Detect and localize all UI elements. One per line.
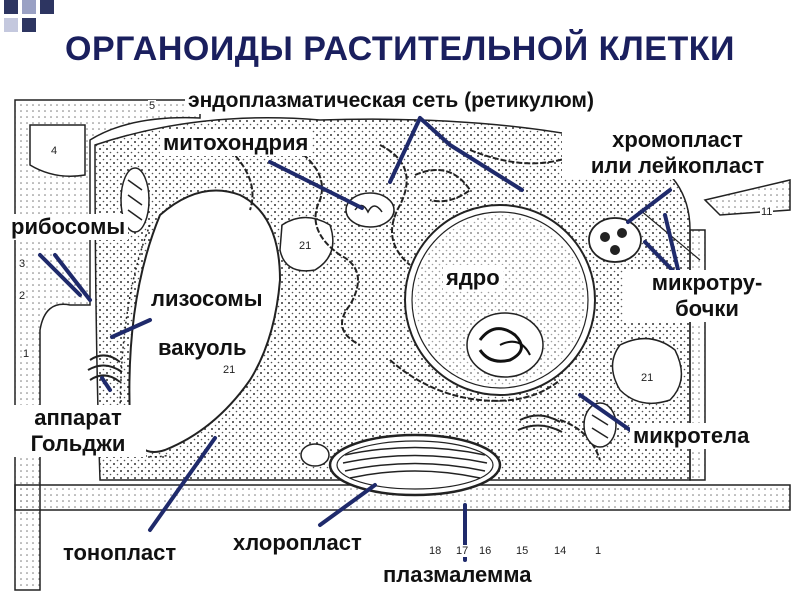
- number-label: 16: [478, 545, 493, 557]
- label-lysosomes: лизосомы: [148, 286, 266, 312]
- chromoplast-shape: [588, 217, 642, 263]
- number-label: 2: [18, 290, 27, 302]
- corner-decoration: [0, 0, 70, 34]
- number-label: 18: [428, 545, 443, 557]
- number-label: 1: [594, 545, 603, 557]
- label-ribosomes: рибосомы: [8, 214, 129, 240]
- number-label: 15: [515, 545, 530, 557]
- small-vacuole: [611, 337, 683, 405]
- number-label: 14: [553, 545, 568, 557]
- label-chromoplast: хромопласт или лейкопласт: [562, 127, 793, 179]
- number-label: 21: [298, 240, 313, 252]
- label-nucleus: ядро: [443, 265, 503, 291]
- label-plasmalemma: плазмалемма: [380, 562, 535, 588]
- page-title: ОРГАНОИДЫ РАСТИТЕЛЬНОЙ КЛЕТКИ: [65, 30, 735, 68]
- number-label: 21: [640, 372, 655, 384]
- number-label: 5: [148, 100, 157, 112]
- label-tonoplast: тонопласт: [60, 540, 180, 566]
- nucleus: [404, 204, 596, 396]
- golgi-shape: [87, 354, 563, 433]
- label-er: эндоплазматическая сеть (ретикулюм): [185, 88, 597, 114]
- number-label: 21: [222, 364, 237, 376]
- number-label: 4: [50, 145, 59, 157]
- label-golgi: аппарат Гольджи: [10, 405, 146, 457]
- pointer-lines: [38, 116, 682, 562]
- label-vacuole: вакуоль: [155, 335, 250, 361]
- chloroplast-shape: [328, 433, 502, 497]
- number-label: 17: [455, 545, 470, 557]
- label-chloroplast: хлоропласт: [230, 530, 365, 556]
- number-label: 11: [760, 206, 774, 218]
- vacuole: [128, 189, 282, 453]
- number-label: 1: [22, 348, 31, 360]
- number-label: 3: [18, 258, 27, 270]
- label-mitochondria: митохондрия: [160, 130, 312, 156]
- label-microtubules: микротру- бочки: [624, 270, 790, 322]
- label-microbodies: микротела: [630, 423, 753, 449]
- mitochondria-shapes: [120, 167, 617, 467]
